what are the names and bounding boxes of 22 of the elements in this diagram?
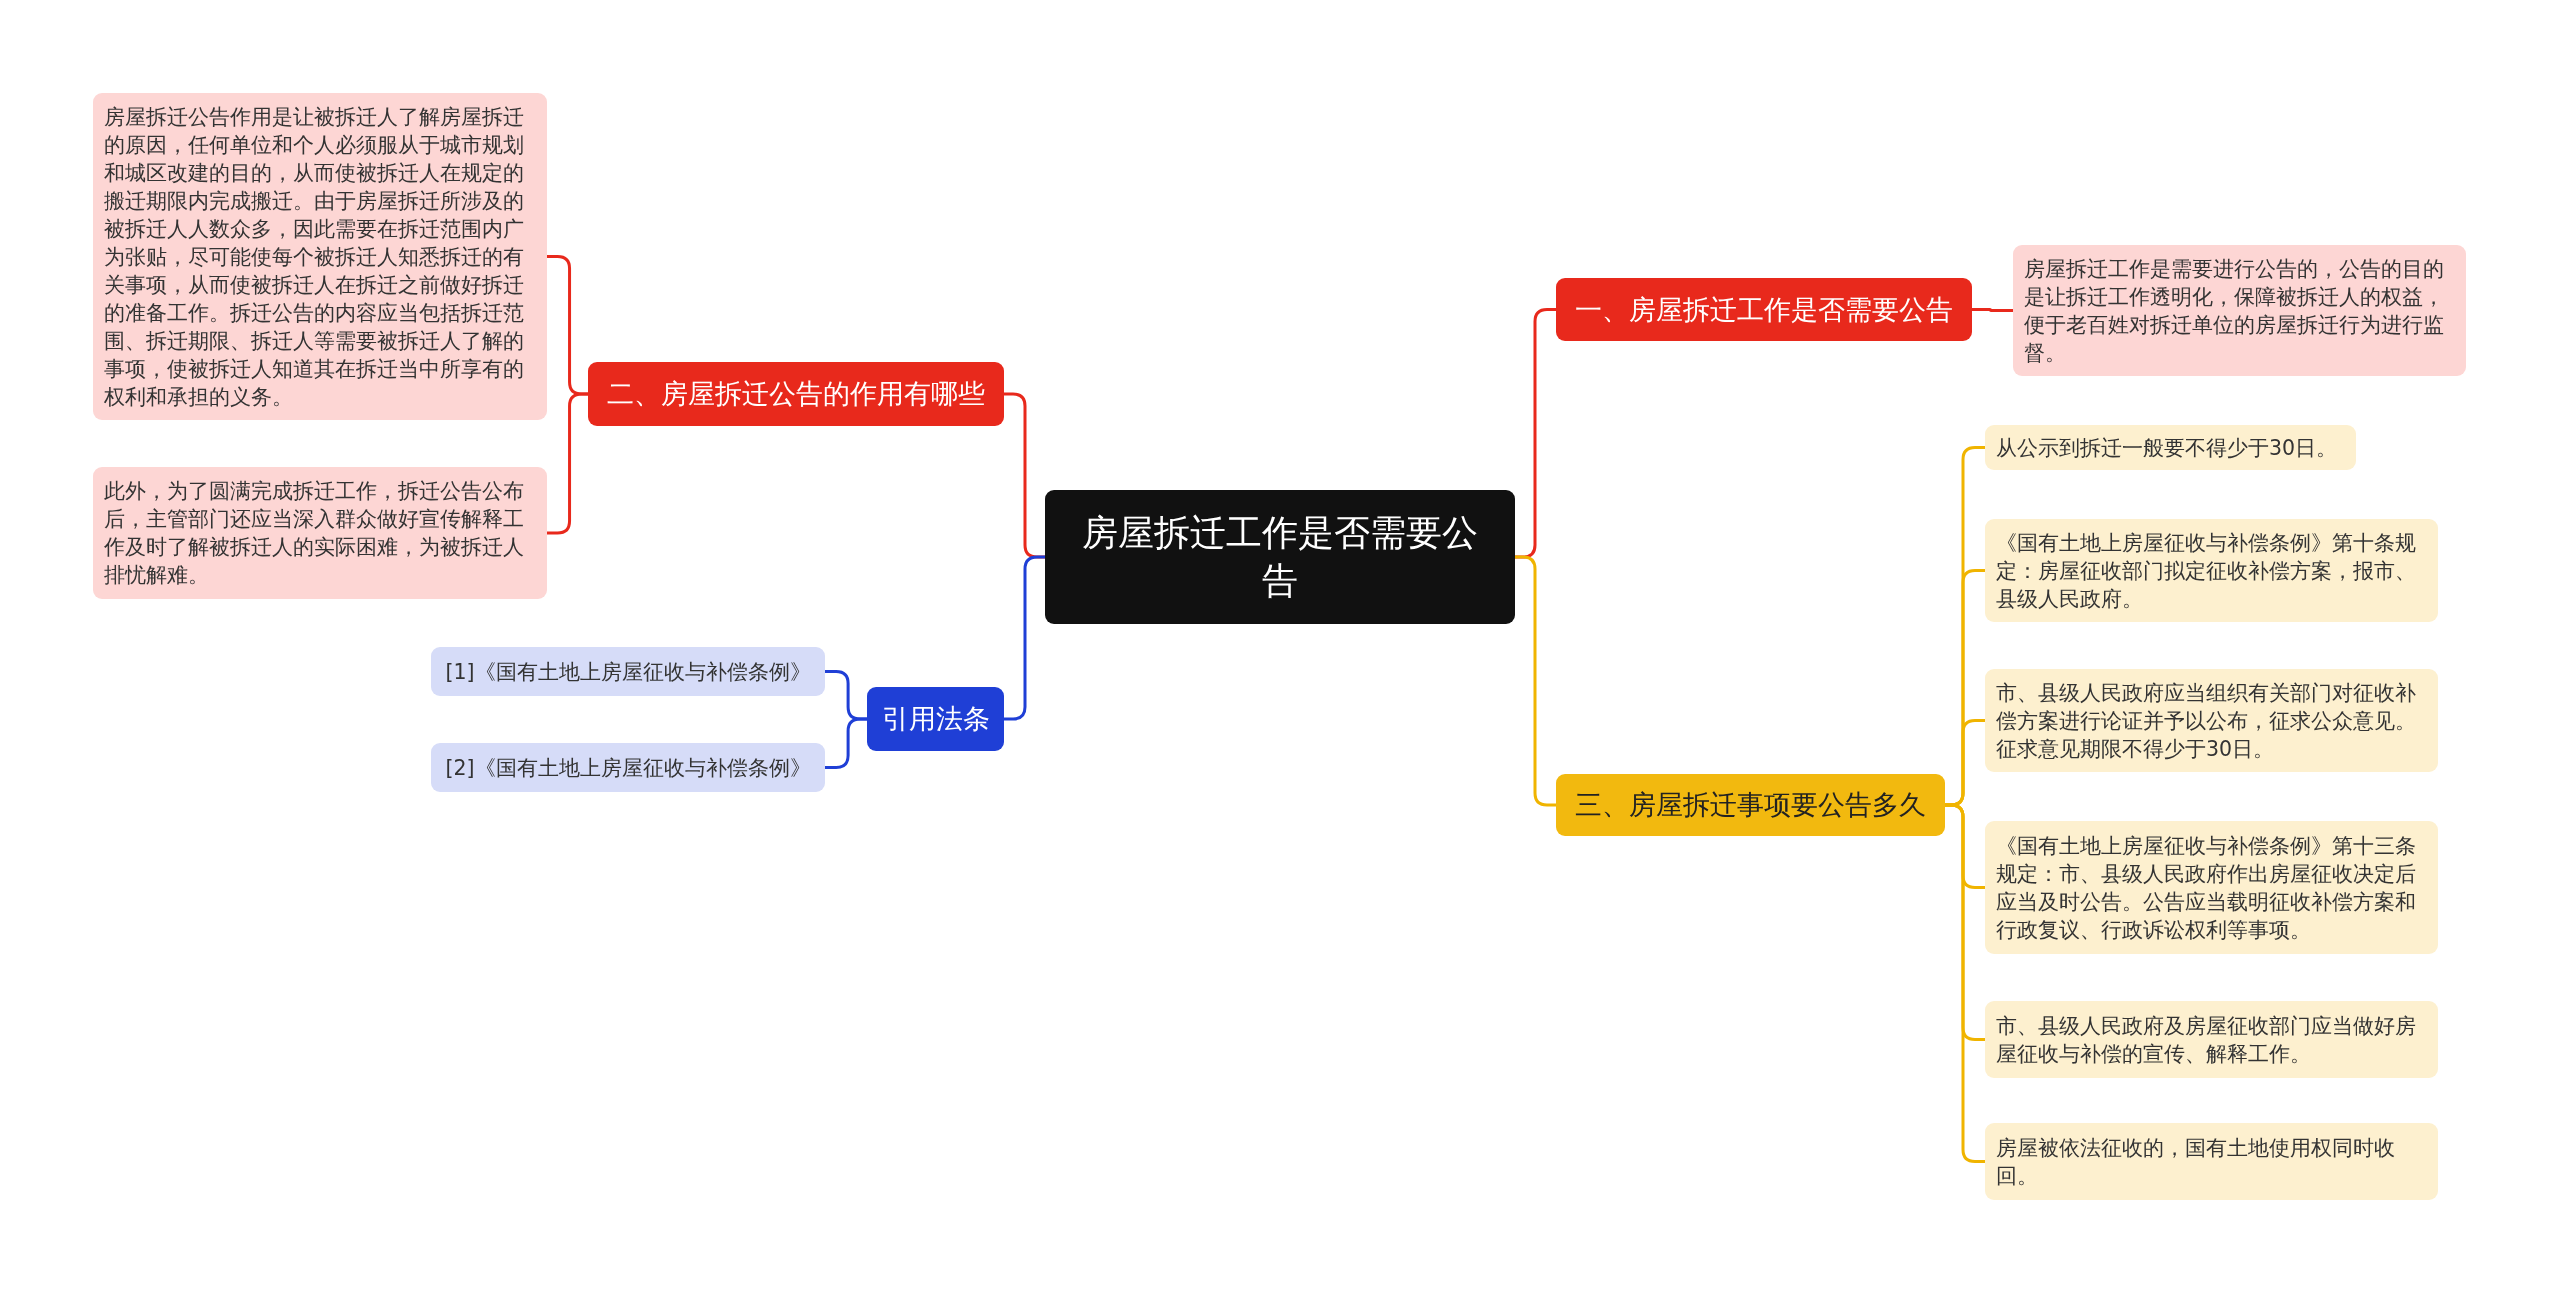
- note-box: 此外，为了圆满完成拆迁工作，拆迁公告公布后，主管部门还应当深入群众做好宣传解释工作及时了解被拆迁人的实际困难，为被拆迁人排忧解难。: [93, 467, 547, 599]
- connector-line: [825, 717, 867, 769]
- note-box: 市、县级人民政府及房屋征收部门应当做好房屋征收与补偿的宣传、解释工作。: [1985, 1001, 2438, 1078]
- connector-line: [1945, 803, 1985, 1163]
- branch-topic-box: 引用法条: [867, 687, 1004, 751]
- branch-topic-box: 三、房屋拆迁事项要公告多久: [1556, 774, 1945, 836]
- note-box: 《国有土地上房屋征收与补偿条例》第十条规定：房屋征收部门拟定征收补偿方案，报市、县级人民政府。: [1985, 519, 2438, 622]
- connector-line: [1972, 308, 2013, 312]
- note-box: 房屋被依法征收的，国有土地使用权同时收回。: [1985, 1123, 2438, 1200]
- note-box: 房屋拆迁公告作用是让被拆迁人了解房屋拆迁的原因，任何单位和个人必须服从于城市规划和城区改建的目的，从而使被拆迁人在规定的搬迁期限内完成搬迁。由于房屋拆迁所涉及的被拆迁人人数众多，因此需要在拆迁范围内广为张贴，尽可能使每个被拆迁人知悉拆迁的有关事项，从而使被拆迁人在拆迁之前做好拆迁的准备工作。拆迁公告的内容应当包括拆迁范围、拆迁期限、拆迁人等需要被拆迁人了解的事项，使被拆迁人知道其在拆迁当中所享有的权利和承担的义务。: [93, 93, 547, 420]
- connector-line: [1515, 555, 1556, 807]
- branch-topic-box: 一、房屋拆迁工作是否需要公告: [1556, 278, 1972, 341]
- note-box: 从公示到拆迁一般要不得少于30日。: [1985, 425, 2356, 470]
- note-box: 房屋拆迁工作是需要进行公告的，公告的目的是让拆迁工作透明化，保障被拆迁人的权益，便于老百姓对拆迁单位的房屋拆迁行为进行监督。: [2013, 245, 2466, 376]
- note-box: 市、县级人民政府应当组织有关部门对征收补偿方案进行论证并予以公布，征求公众意见。征求意见期限不得少于30日。: [1985, 669, 2438, 772]
- connector-line: [547, 392, 588, 535]
- note-box: 《国有土地上房屋征收与补偿条例》第十三条规定：市、县级人民政府作出房屋征收决定后应当及时公告。公告应当载明征收补偿方案和行政复议、行政诉讼权利等事项。: [1985, 821, 2438, 954]
- connector-line: [1004, 555, 1045, 721]
- citation-box: [2]《国有土地上房屋征收与补偿条例》: [431, 743, 825, 792]
- citation-box: [1]《国有土地上房屋征收与补偿条例》: [431, 647, 825, 696]
- branch-topic-box: 二、房屋拆迁公告的作用有哪些: [588, 362, 1004, 426]
- central-topic-box: 房屋拆迁工作是否需要公告: [1045, 490, 1515, 624]
